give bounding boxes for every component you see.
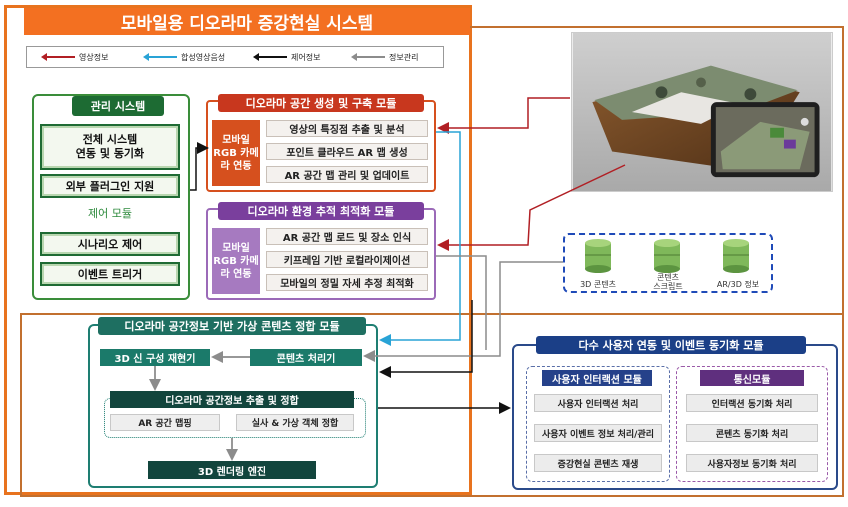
control-module-title: 제어 모듈 <box>88 207 132 220</box>
database-icon <box>585 239 611 273</box>
ar-mapping: AR 공간 맵핑 <box>110 414 220 431</box>
management-title: 관리 시스템 <box>72 96 164 116</box>
db-label-3d: 3D 콘텐츠 <box>580 279 616 289</box>
connector-frame <box>466 26 844 313</box>
ui-item-event: 사용자 이벤트 정보 처리/관리 <box>534 424 662 442</box>
ui-module <box>526 366 670 482</box>
extract-title: 디오라마 공간정보 추출 및 정합 <box>110 391 354 408</box>
comm-module-title: 통신모듈 <box>700 370 804 386</box>
legend-label: 정보관리 <box>389 52 419 62</box>
legend-label: 영상정보 <box>79 52 109 62</box>
mgmt-item-sync: 전체 시스템 연동 및 동기화 <box>42 126 178 168</box>
content-module-title: 디오라마 공간정보 기반 가상 콘텐츠 정합 모듈 <box>98 317 366 335</box>
legend-item-video: 영상정보 <box>41 47 109 67</box>
ui-module-title: 사용자 인터랙션 모듈 <box>542 370 652 386</box>
comm-item-content: 콘텐츠 동기화 처리 <box>686 424 818 442</box>
tracking-item-load: AR 공간 맵 로드 및 장소 인식 <box>266 228 428 245</box>
construct-camera-label: 모바일 RGB 카메 라 연동 <box>212 120 260 186</box>
database-icon <box>723 239 749 273</box>
control-item-scenario: 시나리오 제어 <box>42 234 178 254</box>
database-icon <box>654 239 680 273</box>
construct-item-feature: 영상의 특징점 추출 및 분석 <box>266 120 428 137</box>
control-item-label: 시나리오 제어 <box>44 236 176 252</box>
tracking-camera-label: 모바일 RGB 카메 라 연동 <box>212 228 260 294</box>
tracking-module-title: 디오라마 환경 추적 최적화 모듈 <box>218 202 424 220</box>
mgmt-item-label: 전체 시스템 연동 및 동기화 <box>44 128 176 166</box>
comm-module <box>676 366 828 482</box>
legend-item-info: 정보관리 <box>351 47 419 67</box>
db-label-ar: AR/3D 정보 <box>716 279 760 289</box>
tracking-item-keyframe: 키프레임 기반 로컬라이제이션 <box>266 251 428 268</box>
legend-arrow-icon <box>41 53 75 61</box>
reconstructor: 3D 신 구성 재현기 <box>100 349 210 366</box>
object-registration: 실사 & 가상 객체 정합 <box>236 414 354 431</box>
control-item-label: 이벤트 트리거 <box>44 266 176 282</box>
tracking-item-pose: 모바일의 정밀 자세 추정 최적화 <box>266 274 428 291</box>
db-label-script: 콘텐츠 스크립트 <box>653 273 683 291</box>
mgmt-item-plugin: 외부 플러그인 지원 <box>42 176 178 196</box>
render-engine: 3D 렌더링 엔진 <box>148 461 316 479</box>
mgmt-item-label: 외부 플러그인 지원 <box>44 178 176 194</box>
ui-item-interaction: 사용자 인터랙션 처리 <box>534 394 662 412</box>
content-processor: 콘텐츠 처리기 <box>250 349 362 366</box>
legend: 영상정보 합성영상음성 제어정보 정보관리 <box>26 46 444 68</box>
control-item-trigger: 이벤트 트리거 <box>42 264 178 284</box>
ui-item-play: 증강현실 콘텐츠 재생 <box>534 454 662 472</box>
legend-label: 합성영상음성 <box>181 52 226 62</box>
diorama-photo <box>571 32 833 192</box>
legend-item-control: 제어정보 <box>253 47 321 67</box>
legend-item-synth: 합성영상음성 <box>143 47 226 67</box>
legend-label: 제어정보 <box>291 52 321 62</box>
diagram-title: 모바일용 디오라마 증강현실 시스템 <box>24 8 470 35</box>
system-frame <box>4 5 472 495</box>
legend-arrow-icon <box>351 53 385 61</box>
comm-item-interaction: 인터랙션 동기화 처리 <box>686 394 818 412</box>
comm-item-user: 사용자정보 동기화 처리 <box>686 454 818 472</box>
construct-item-update: AR 공간 맵 관리 및 업데이트 <box>266 166 428 183</box>
sync-module-title: 다수 사용자 연동 및 이벤트 동기화 모듈 <box>536 336 806 354</box>
construct-module-title: 디오라마 공간 생성 및 구축 모듈 <box>218 94 424 112</box>
legend-arrow-icon <box>143 53 177 61</box>
legend-arrow-icon <box>253 53 287 61</box>
construct-item-pointcloud: 포인트 클라우드 AR 맵 생성 <box>266 143 428 160</box>
